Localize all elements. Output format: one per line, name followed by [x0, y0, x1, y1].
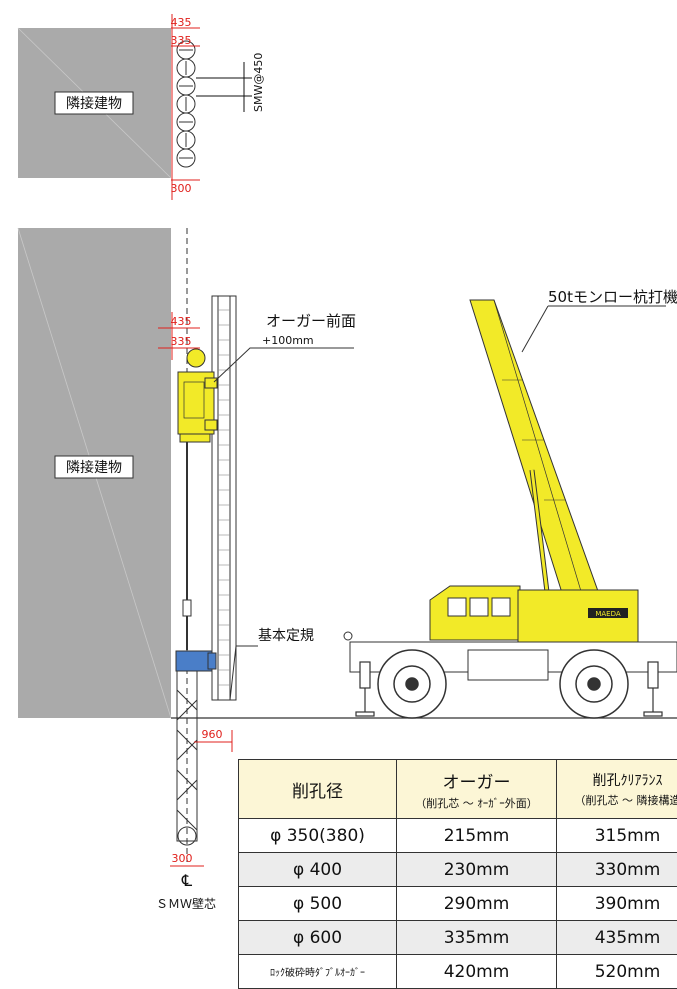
auger-motor	[177, 348, 218, 443]
table-row: φ 400 230mm 330mm	[238, 852, 677, 887]
header-clearance: 削孔ｸﾘｱﾗﾝｽ（削孔芯 ～ 隣接構造	[556, 759, 677, 819]
elevation-dim-top: 435	[171, 315, 192, 328]
crane-boom	[469, 299, 605, 613]
elevation-dimensions	[158, 312, 200, 360]
smw-pitch-label: SMW@450	[252, 53, 265, 112]
crane-label: 50tモンロー杭打機	[548, 288, 677, 306]
smw-pitch-dimension	[196, 62, 252, 112]
crane-brand: MAEDA	[595, 610, 621, 618]
plan-smw-columns	[176, 40, 196, 168]
table-header-row: 削孔径 オーガー（削孔芯 ～ ｵｰｶﾞｰ外面） 削孔ｸﾘｱﾗﾝｽ（削孔芯 ～ 隣…	[238, 759, 677, 819]
plan-dimensions	[171, 14, 200, 200]
smw-axis-label: ＳＭＷ壁芯	[156, 896, 216, 911]
auger-front-offset: +100mm	[262, 334, 314, 347]
cell-clearance: 330mm	[556, 852, 677, 887]
cell-auger: 230mm	[396, 852, 557, 887]
cell-clearance: 520mm	[556, 954, 677, 989]
crane-wheels	[377, 649, 629, 719]
auger-screw	[176, 670, 198, 846]
cell-auger: 290mm	[396, 886, 557, 921]
cell-diameter: ﾛｯｸ破砕時ﾀﾞﾌﾞﾙｵｰｶﾞｰ	[238, 954, 397, 989]
table-row: φ 600 335mm 435mm	[238, 920, 677, 955]
crane-body	[517, 589, 639, 643]
elevation-building-label: 隣接建物	[66, 459, 122, 476]
plan-dim-bottom: 300	[171, 182, 192, 195]
table-row: φ 350(380) 215mm 315mm	[238, 818, 677, 853]
header-diameter: 削孔径	[238, 759, 397, 819]
cell-clearance: 435mm	[556, 920, 677, 955]
cell-auger: 335mm	[396, 920, 557, 955]
plan-view: 隣接建物 435 335 300 SMW@450	[17, 14, 265, 200]
plan-dim-mid: 335	[171, 34, 192, 47]
guide-box	[175, 650, 213, 672]
cell-auger: 420mm	[396, 954, 557, 989]
dim-300: 300	[172, 852, 193, 865]
plan-building-label: 隣接建物	[66, 95, 122, 112]
cell-clearance: 390mm	[556, 886, 677, 921]
auger-front-label: オーガー前面	[266, 312, 356, 330]
base-ruler-label: 基本定規	[258, 627, 314, 644]
cell-diameter: φ 400	[238, 852, 397, 887]
crane: MAEDA	[349, 299, 677, 719]
header-auger: オーガー（削孔芯 ～ ｵｰｶﾞｰ外面）	[396, 759, 557, 819]
cell-diameter: φ 500	[238, 886, 397, 921]
dim-960: 960	[202, 728, 223, 741]
table-row: φ 500 290mm 390mm	[238, 886, 677, 921]
table-row: ﾛｯｸ破砕時ﾀﾞﾌﾞﾙｵｰｶﾞｰ 420mm 520mm	[238, 954, 677, 989]
elevation-dim-mid: 335	[171, 335, 192, 348]
cell-diameter: φ 600	[238, 920, 397, 955]
leader-mast	[211, 295, 237, 701]
cell-auger: 215mm	[396, 818, 557, 853]
clearance-table: 削孔径 オーガー（削孔芯 ～ ｵｰｶﾞｰ外面） 削孔ｸﾘｱﾗﾝｽ（削孔芯 ～ 隣…	[238, 759, 677, 989]
elevation-view: 隣接建物 435 335	[17, 227, 677, 911]
cell-diameter: φ 350(380)	[238, 818, 397, 853]
plan-dim-top: 435	[171, 16, 192, 29]
cell-clearance: 315mm	[556, 818, 677, 853]
centerline-symbol: ℄	[181, 871, 193, 890]
